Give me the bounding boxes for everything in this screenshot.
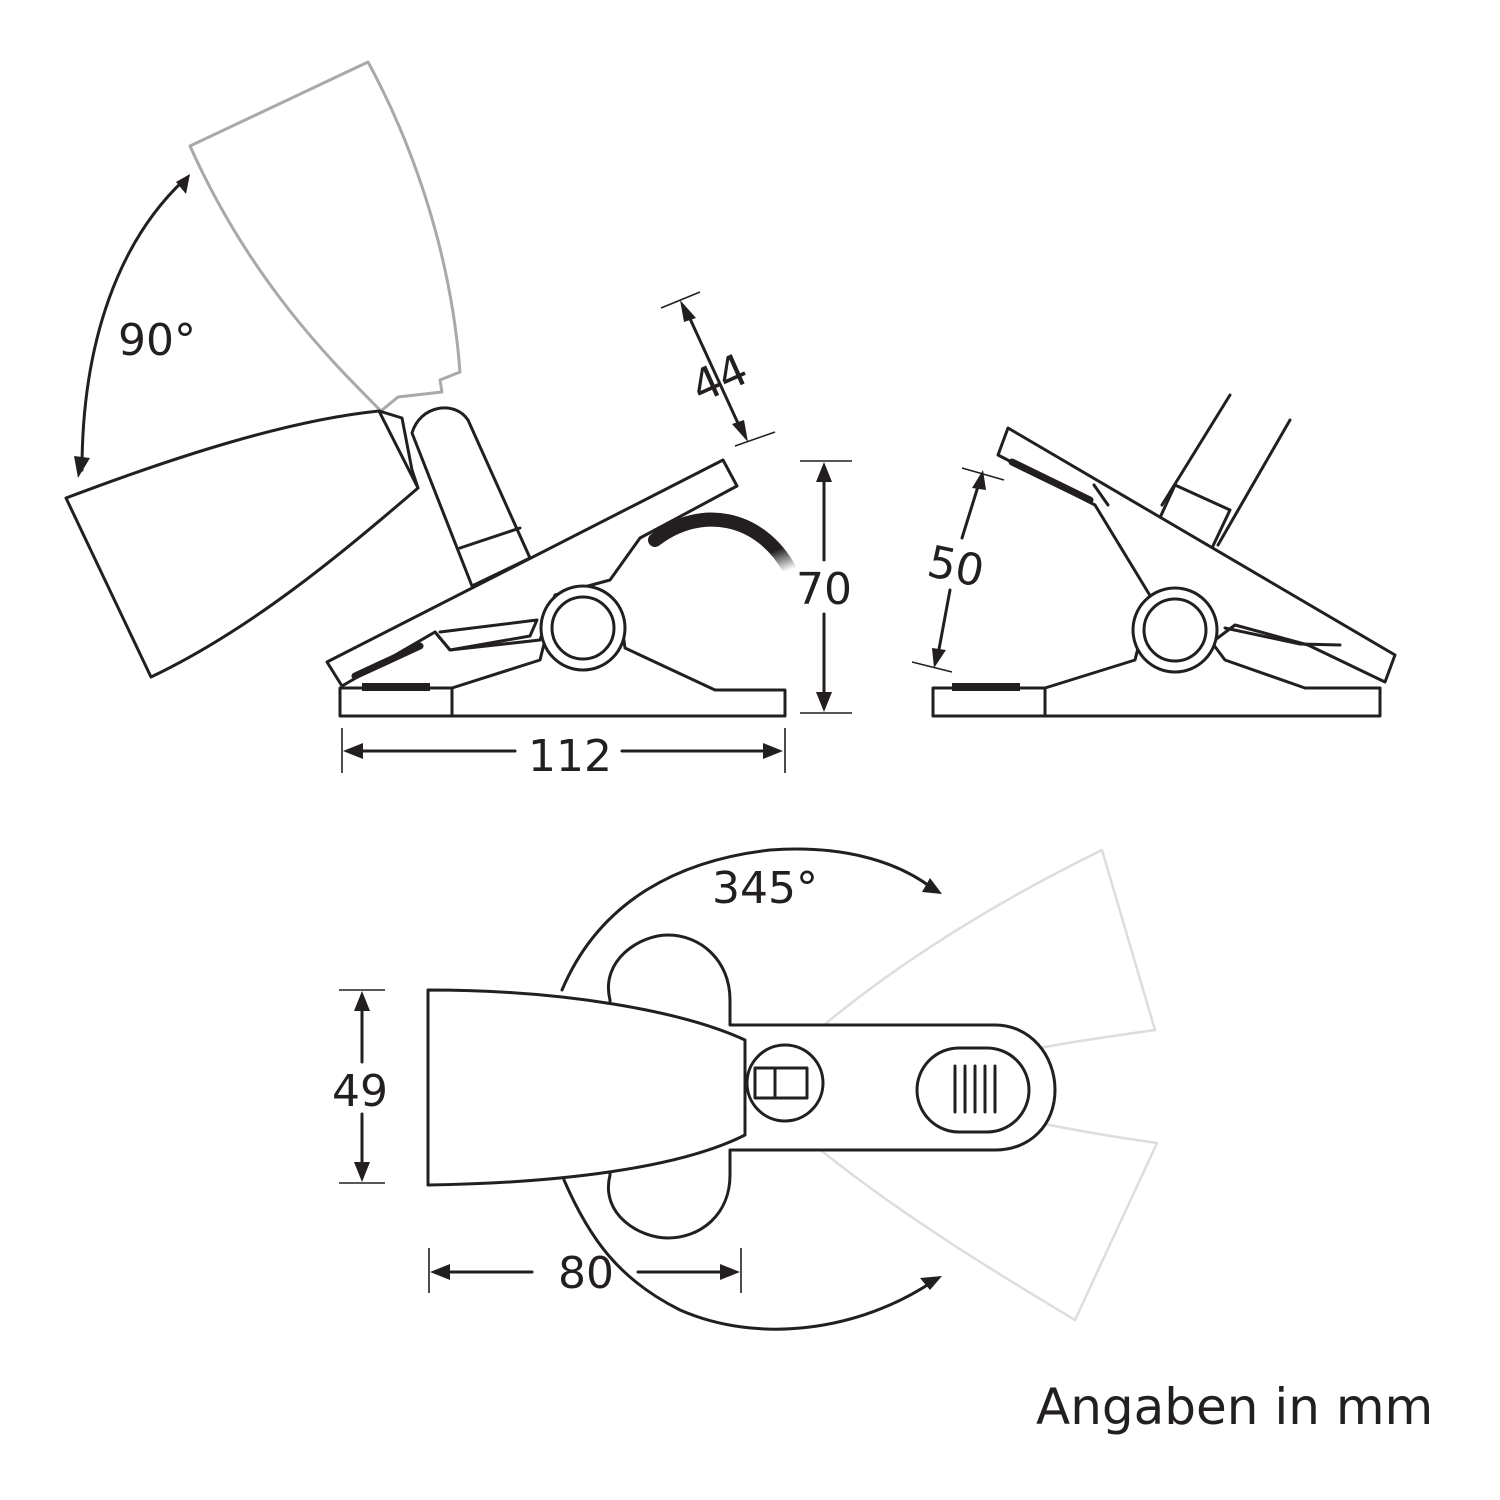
side-view-clamp-lamp: 90° 44 70 112 (64, 60, 852, 782)
arrowhead (732, 420, 748, 442)
arrowhead (920, 1276, 942, 1290)
arrowhead (816, 462, 832, 482)
width-49-label: 49 (332, 1066, 388, 1117)
tilt-angle-arc (80, 178, 186, 472)
arrowhead (922, 878, 942, 894)
arrowhead (932, 648, 946, 668)
length-80-label: 80 (558, 1248, 614, 1299)
arrowhead (354, 991, 370, 1011)
arrowhead (720, 1264, 740, 1280)
rubber-pad (362, 683, 430, 691)
pivot-knob (550, 595, 616, 661)
units-note: Angaben in mm (1036, 1378, 1433, 1436)
rotation-angle-label: 345° (712, 863, 818, 914)
lamp-head (64, 409, 420, 679)
top-view-rotation: 345° 49 80 (332, 847, 1159, 1331)
arrowhead (763, 743, 783, 759)
rotation-arc-top (560, 847, 934, 992)
length-112-label: 112 (528, 731, 612, 782)
pivot-knob (1142, 597, 1208, 663)
arrowhead (343, 743, 363, 759)
tilt-angle-label: 90° (118, 315, 196, 366)
rubber-pad (952, 683, 1020, 691)
arrowhead (176, 174, 190, 194)
depth-50-label: 50 (923, 536, 988, 598)
height-70-label: 70 (796, 564, 852, 615)
arrowhead (430, 1264, 450, 1280)
release-button (915, 1046, 1031, 1134)
gooseneck-arm-right (1216, 418, 1292, 547)
arrowhead (74, 456, 90, 478)
side-view-clamp-open: 50 (911, 393, 1397, 718)
lamp-head-top-view (426, 988, 747, 1187)
rotation-arc-bottom (562, 1178, 934, 1331)
arrowhead (972, 470, 986, 490)
arrowhead (680, 300, 696, 322)
swivel-pin (753, 1066, 809, 1100)
arrowhead (354, 1162, 370, 1182)
arrowhead (816, 692, 832, 712)
clamp-top-view-body (606, 933, 1057, 1240)
power-cable (648, 512, 797, 577)
depth-44-label: 44 (684, 344, 756, 413)
swivel-neck (410, 406, 532, 588)
tilted-head-ghost (188, 60, 462, 413)
